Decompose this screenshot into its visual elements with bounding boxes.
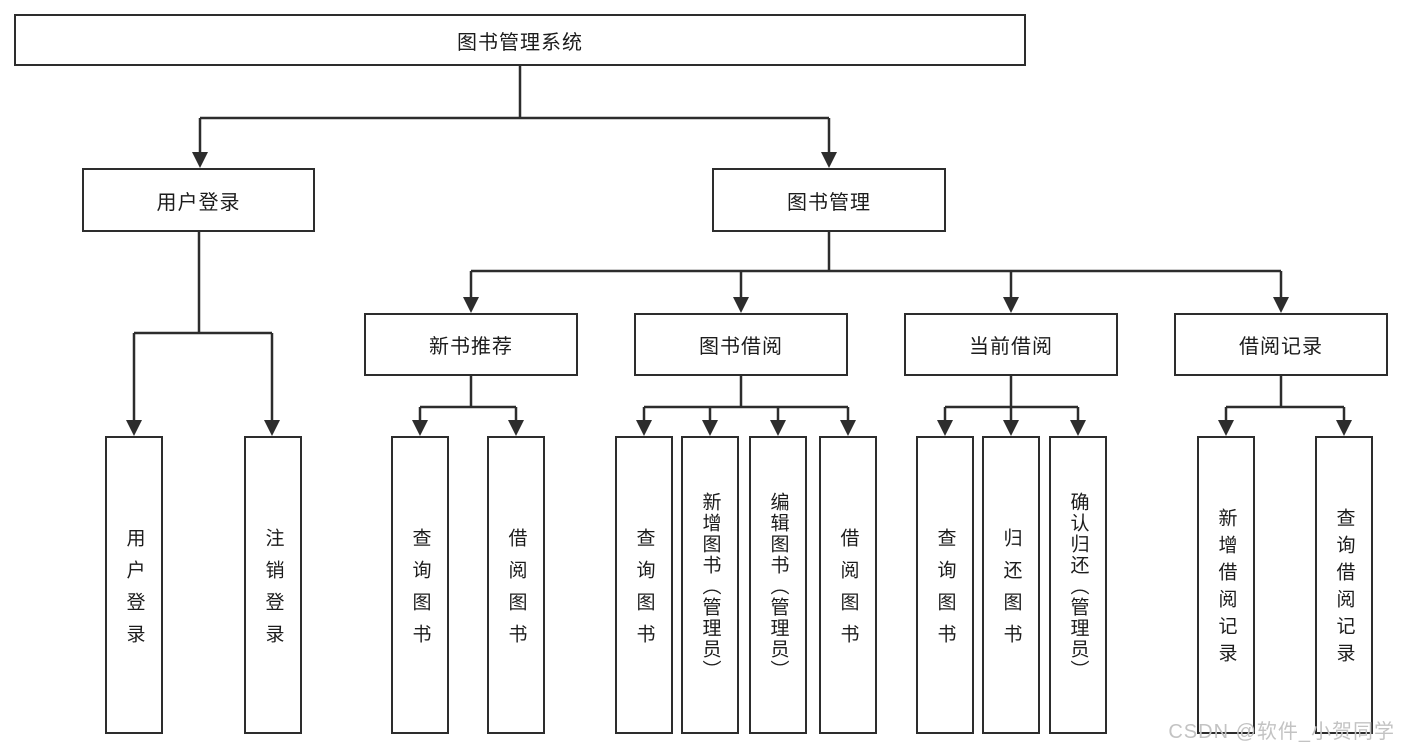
node-book-borrow: 图书借阅	[634, 313, 848, 376]
connector-currentborrow-to-leaves	[943, 376, 1080, 422]
leaf-label: 新增图书（管理员）	[699, 491, 721, 681]
node-label: 新书推荐	[429, 336, 513, 358]
leaf-add-book-admin: 新增图书（管理员）	[681, 436, 739, 734]
node-borrow-record: 借阅记录	[1174, 313, 1388, 376]
leaf-label: 确认归还（管理员）	[1067, 491, 1089, 681]
leaf-return-book: 归还图书	[982, 436, 1040, 734]
leaf-label: 新增借阅记录	[1215, 508, 1237, 670]
leaf-label: 归还图书	[1000, 527, 1022, 656]
node-root-label: 图书管理系统	[457, 31, 583, 54]
node-label: 图书管理	[787, 191, 871, 214]
leaf-label: 用户登录	[123, 527, 145, 656]
leaf-label: 编辑图书（管理员）	[767, 491, 789, 681]
connector-newbook-to-leaves	[418, 376, 518, 422]
csdn-watermark: CSDN @软件_小贺同学	[1168, 721, 1395, 743]
leaf-logout: 注销登录	[244, 436, 302, 734]
node-label: 用户登录	[156, 191, 241, 214]
node-root-system: 图书管理系统	[14, 14, 1026, 66]
leaf-query-book-newbook: 查询图书	[391, 436, 449, 734]
node-label: 图书借阅	[699, 336, 783, 358]
leaf-query-book-current: 查询图书	[916, 436, 974, 734]
leaf-label: 查询图书	[409, 527, 431, 656]
leaf-query-borrow-record: 查询借阅记录	[1315, 436, 1373, 734]
leaf-label: 注销登录	[262, 527, 284, 656]
leaf-label: 借阅图书	[505, 527, 527, 656]
connector-root-to-level2	[198, 66, 831, 154]
leaf-add-borrow-record: 新增借阅记录	[1197, 436, 1255, 734]
node-label: 当前借阅	[969, 336, 1053, 358]
leaf-borrow-book: 借阅图书	[819, 436, 877, 734]
arrowhead-icons	[126, 152, 1352, 436]
node-label: 借阅记录	[1239, 336, 1323, 358]
leaf-edit-book-admin: 编辑图书（管理员）	[749, 436, 807, 734]
connector-userlogin-to-leaves	[132, 232, 274, 422]
leaf-label: 借阅图书	[837, 527, 859, 656]
connector-bookmgmt-to-level3	[469, 232, 1283, 299]
node-new-book-recommend: 新书推荐	[364, 313, 578, 376]
leaf-label: 查询借阅记录	[1333, 508, 1355, 670]
node-book-management-branch: 图书管理	[712, 168, 946, 232]
node-user-login-branch: 用户登录	[82, 168, 315, 232]
leaf-label: 查询图书	[934, 527, 956, 656]
node-current-borrow: 当前借阅	[904, 313, 1118, 376]
connector-bookborrow-to-leaves	[642, 376, 850, 422]
leaf-confirm-return-admin: 确认归还（管理员）	[1049, 436, 1107, 734]
leaf-borrow-book-newbook: 借阅图书	[487, 436, 545, 734]
leaf-user-login: 用户登录	[105, 436, 163, 734]
leaf-query-book-borrow: 查询图书	[615, 436, 673, 734]
leaf-label: 查询图书	[633, 527, 655, 656]
connector-borrowrecord-to-leaves	[1224, 376, 1346, 422]
